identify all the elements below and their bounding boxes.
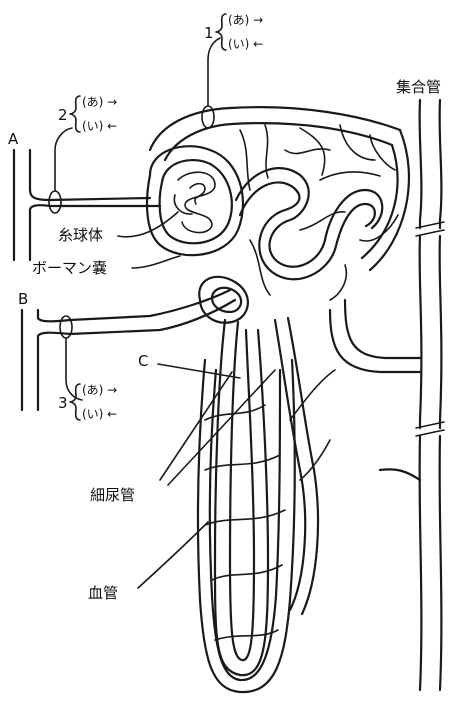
- label-vessel: 血管: [88, 584, 118, 602]
- marker-3-number: 3: [58, 394, 68, 412]
- connecting-tubule: [330, 300, 420, 372]
- top-vessel: [150, 106, 409, 270]
- label-bowman-capsule: ボーマン嚢: [32, 259, 107, 277]
- label-a: A: [8, 130, 19, 148]
- label-c: C: [138, 352, 148, 370]
- label-tubule: 細尿管: [90, 486, 135, 504]
- marker-2-i: (い) ←: [82, 119, 117, 133]
- marker-2-a: (あ) →: [82, 95, 117, 109]
- label-b: B: [18, 290, 28, 308]
- marker-2-number: 2: [58, 106, 68, 124]
- marker-2: 2 (あ) → (い) ←: [58, 95, 117, 133]
- marker-3-i: (い) ←: [82, 407, 117, 421]
- glomerulus: [174, 172, 215, 232]
- marker-1-i: (い) ←: [228, 37, 263, 51]
- label-glomerulus: 糸球体: [58, 226, 103, 244]
- loop-of-henle: [215, 320, 268, 675]
- label-collecting-duct: 集合管: [396, 78, 441, 96]
- marker-1-number: 1: [204, 24, 214, 42]
- marker-1-a: (あ) →: [228, 13, 263, 27]
- marker-1: 1 (あ) → (い) ←: [204, 13, 263, 51]
- marker-3-a: (あ) →: [82, 383, 117, 397]
- collecting-duct: [380, 100, 444, 690]
